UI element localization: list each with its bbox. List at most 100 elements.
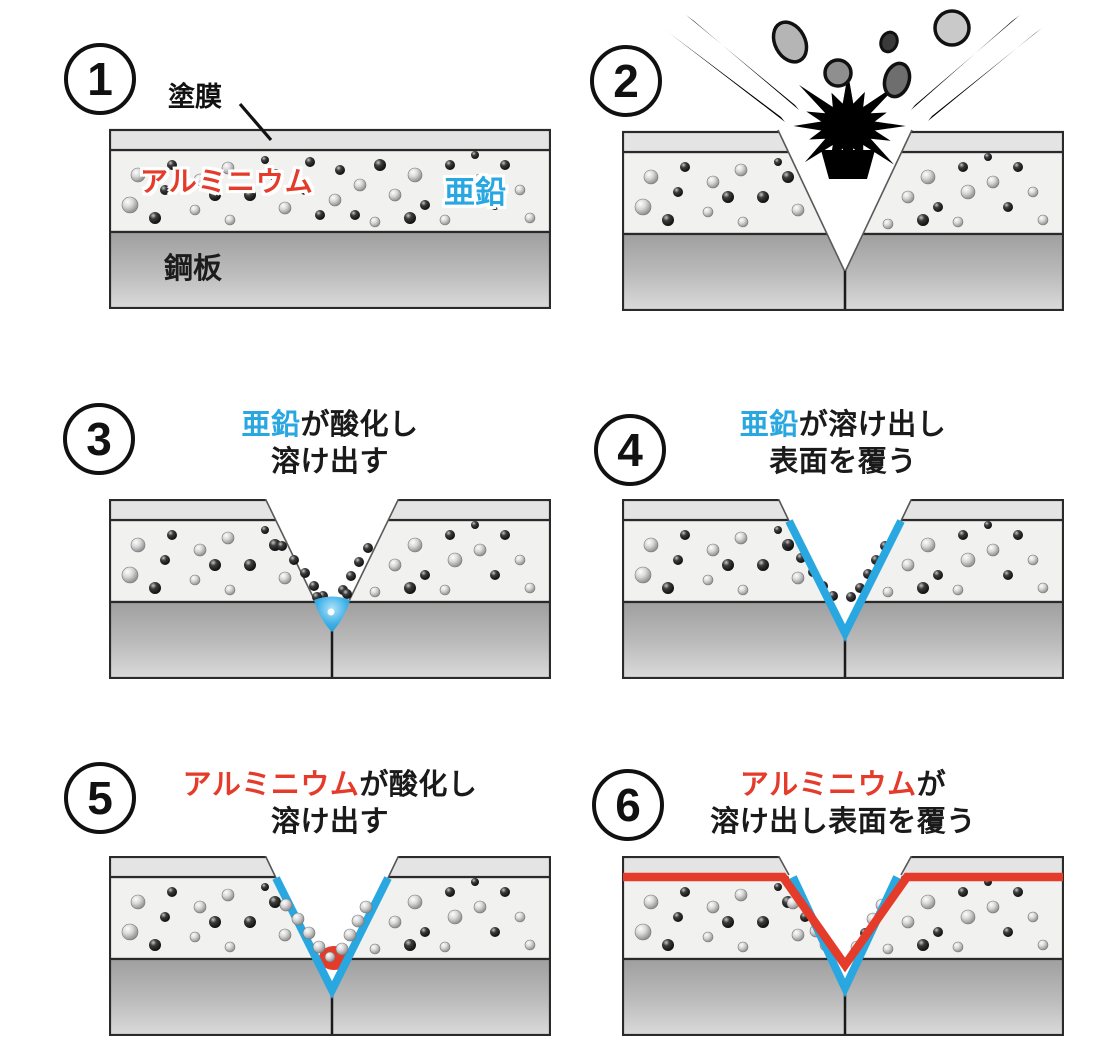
coating-particle <box>328 193 342 207</box>
coating-particle <box>984 153 992 161</box>
coating-particle <box>846 592 856 602</box>
coating-particle <box>149 212 161 224</box>
scratch-notch <box>778 499 912 636</box>
coating-particle <box>300 185 310 195</box>
coating-particle <box>784 539 794 549</box>
coating-particle <box>278 201 292 215</box>
coating-particle <box>643 537 659 553</box>
droplet-highlight <box>327 608 335 616</box>
coating-particle <box>917 214 929 226</box>
panel5-title: アルミニウムが酸化し 溶け出す <box>110 767 550 841</box>
panel6-title-highlight: アルミニウム <box>739 769 917 801</box>
coating-particle <box>363 543 373 553</box>
coating-particle <box>706 543 720 557</box>
coating-particle <box>1037 214 1049 226</box>
coating-particle <box>757 559 769 571</box>
coating-particle <box>278 571 292 585</box>
coating-particle <box>167 887 177 897</box>
coating-particle <box>952 941 964 953</box>
coating-particle <box>782 171 794 183</box>
coating-particle <box>1027 911 1039 923</box>
coating-particle <box>343 928 357 942</box>
coating-particle <box>634 923 652 941</box>
impact-starburst <box>793 73 906 176</box>
step-4-badge: 4 <box>594 414 666 486</box>
coating-particle <box>490 200 500 210</box>
coating-particle <box>302 926 316 940</box>
coating-particle <box>986 543 1000 557</box>
coating-particle <box>986 900 1000 914</box>
zinc-coating-v <box>785 519 905 642</box>
coating-particle <box>1013 162 1023 172</box>
panel6-title: アルミニウムが 溶け出し表面を覆う <box>623 767 1063 841</box>
step-3-badge: 3 <box>63 403 135 475</box>
coating-particle <box>261 883 269 891</box>
coating-particle <box>737 584 749 596</box>
coating-particle <box>901 558 915 572</box>
coating-particle <box>473 543 487 557</box>
coating-particle <box>673 555 683 565</box>
coating-particle <box>933 202 943 212</box>
coating-particle <box>920 537 936 553</box>
coating-particle <box>193 173 207 187</box>
coating-particle <box>757 916 769 928</box>
coating-particle <box>737 941 749 953</box>
coating-particle <box>404 212 416 224</box>
notch-edge-right <box>844 129 913 273</box>
coating-particle <box>312 940 326 954</box>
coating-particle <box>324 951 336 963</box>
coating-particle <box>369 586 381 598</box>
coating-particle <box>445 530 455 540</box>
coating-particle <box>473 173 487 187</box>
coating-particle <box>722 191 734 203</box>
panel5-diagram <box>109 856 551 1036</box>
coating-particle <box>634 198 652 216</box>
coating-particle <box>958 530 968 540</box>
coating-particle <box>882 218 894 230</box>
coating-particle <box>269 169 281 181</box>
coating-particle <box>722 559 734 571</box>
coating-particle <box>278 928 292 942</box>
coating-particle <box>189 574 201 586</box>
coating-particle <box>882 943 894 955</box>
coating-particle <box>757 191 769 203</box>
coating-particle <box>439 214 451 226</box>
coating-particle <box>221 161 235 175</box>
coating-particle <box>791 928 805 942</box>
coating-particle <box>244 559 256 571</box>
coating-particle <box>960 552 976 568</box>
coating-particle <box>680 162 690 172</box>
coating-particle <box>261 156 269 164</box>
panel5-title-line1: アルミニウムが酸化し <box>110 767 550 804</box>
coating-particle <box>514 554 526 566</box>
coating-particles <box>634 878 1049 955</box>
notch-edge-left <box>264 856 277 879</box>
coating-particle <box>315 210 325 220</box>
step-5-badge: 5 <box>64 762 136 834</box>
panel4-title-line1: 亜鉛が溶け出し <box>623 407 1063 444</box>
coating-particle <box>702 931 714 943</box>
coating-particle <box>634 566 652 584</box>
coating-particle <box>193 543 207 557</box>
coating-particle <box>342 589 352 599</box>
panel5-title-rest: が酸化し <box>359 769 478 801</box>
coating-particle <box>335 165 345 175</box>
coating-particle <box>722 916 734 928</box>
coating-particle <box>933 570 943 580</box>
aluminum-coating-line <box>623 872 1063 973</box>
step-2-number: 2 <box>613 55 639 107</box>
coating-particle <box>359 900 373 914</box>
coating-particle <box>388 188 402 202</box>
scratch-notch <box>778 130 912 272</box>
panel4-title: 亜鉛が溶け出し 表面を覆う <box>623 407 1063 481</box>
panel6-title-line1: アルミニウムが <box>623 767 1063 804</box>
coating-particle <box>680 530 690 540</box>
coating-particle <box>1013 530 1023 540</box>
coating-particle <box>917 939 929 951</box>
coating-particle <box>524 939 536 951</box>
coating-particle <box>1027 554 1039 566</box>
coating-particle <box>490 570 500 580</box>
panel3-title-rest: が酸化し <box>300 409 419 441</box>
coating-pointer-line <box>238 102 273 142</box>
